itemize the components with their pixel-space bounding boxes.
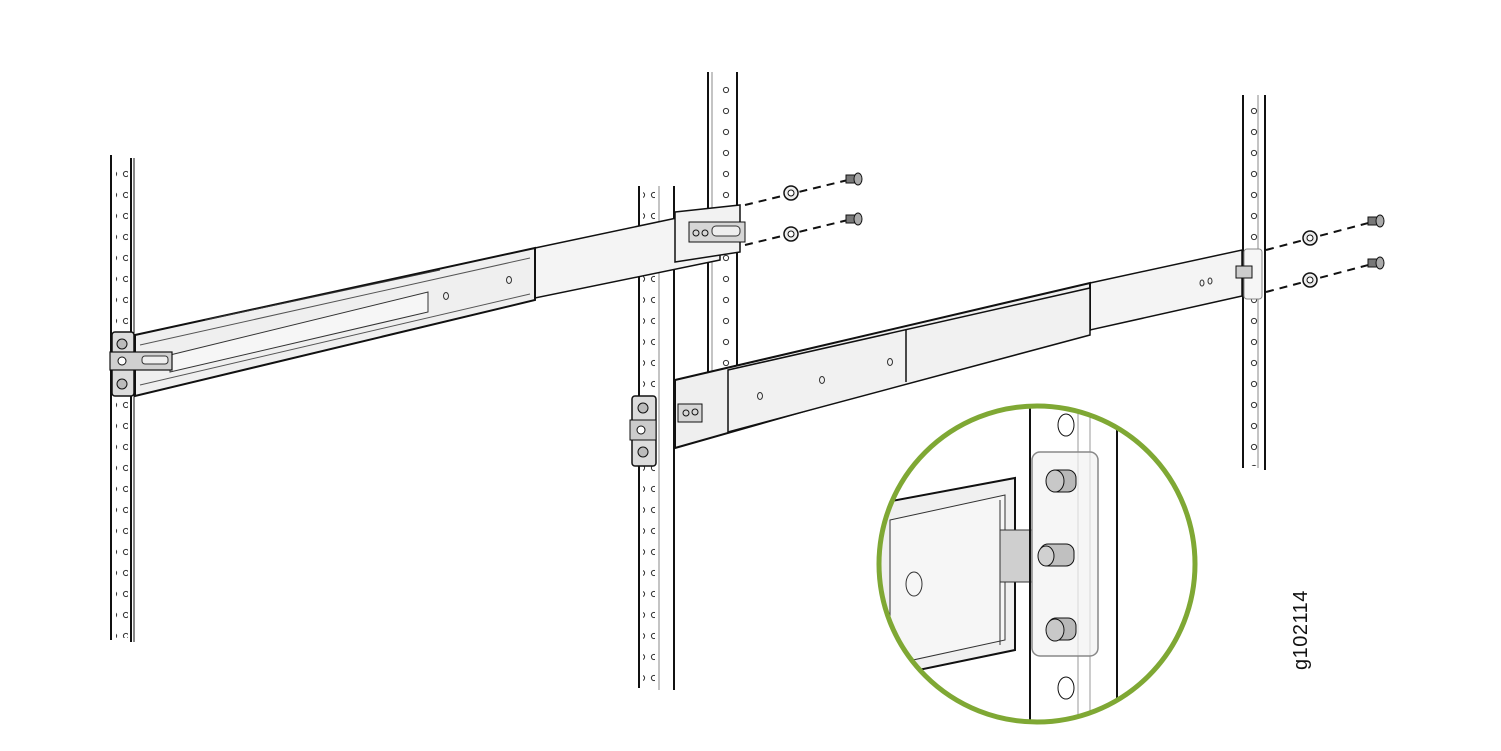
washer-icon [1302,230,1318,246]
hardware-center [744,172,863,246]
center-rear-bracket [674,204,746,263]
stud-icon [1045,469,1077,493]
left-rail-assembly [109,211,721,398]
left-front-post [110,155,135,642]
screw-icon [845,212,863,226]
stud-icon [1045,617,1077,642]
hardware-right [1265,214,1385,293]
washer-icon [783,226,799,242]
detail-magnifier-circle [876,403,1198,725]
washer-icon [1302,272,1318,288]
screw-icon [1367,214,1385,228]
stud-icon [1037,543,1075,567]
right-rail-assembly [629,248,1263,467]
washer-icon [783,185,799,201]
screw-icon [845,172,863,186]
figure-id-label: g102114 [1290,590,1312,670]
screw-icon [1367,256,1385,270]
